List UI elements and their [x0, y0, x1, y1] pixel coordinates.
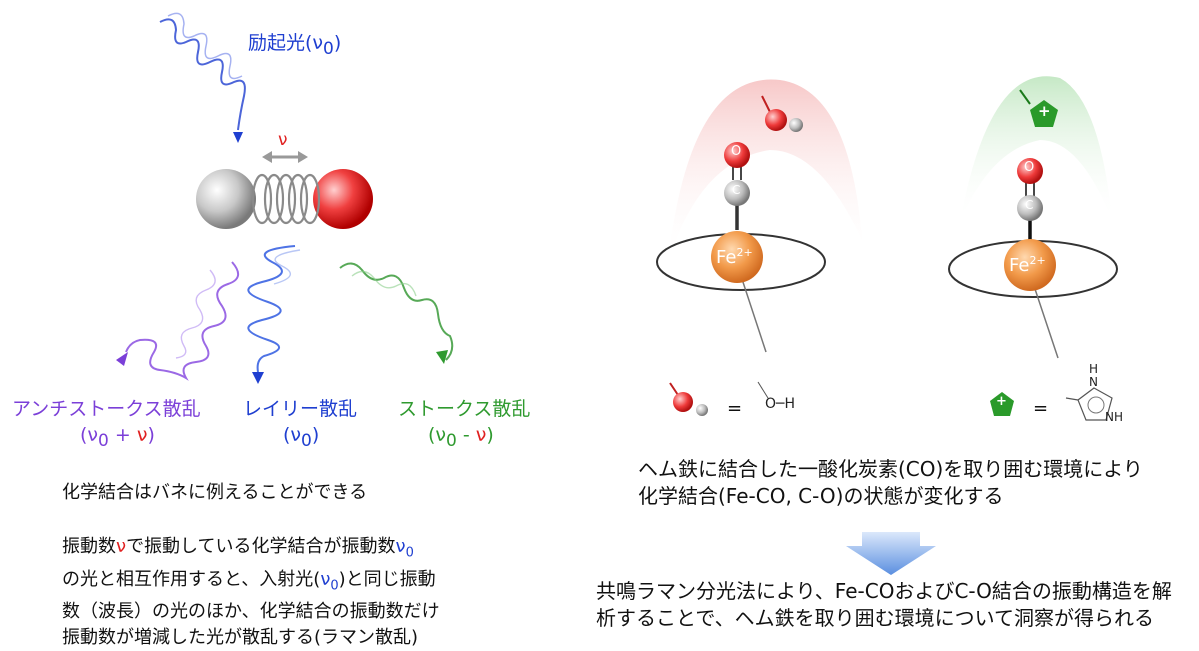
imid-n: N: [1089, 375, 1098, 389]
hydroxyl-formula: O─H: [765, 396, 795, 412]
plus-sign-legend: +: [996, 394, 1007, 409]
raman-explanation-text: 振動数νで振動している化学結合が振動数ν0 の光と相互作用すると、入射光(ν0)…: [62, 534, 440, 651]
fe-label-left: Fe2+: [716, 246, 753, 268]
equals-hydroxyl: =: [727, 398, 743, 419]
caption-line-1: ヘム鉄に結合した一酸化炭素(CO)を取り囲む環境により: [638, 457, 1143, 481]
atom-o-right: O: [1024, 160, 1035, 175]
stokes-title: ストークス散乱: [398, 398, 531, 420]
rayleigh-wave: [247, 245, 301, 384]
heme-complex-left: [656, 79, 862, 353]
legend-imidazolium: [990, 387, 1113, 421]
resonance-raman-conclusion: 共鳴ラマン分光法により、Fe-COおよびC-O結合の振動構造を解 析することで、…: [596, 578, 1172, 632]
anti-stokes-formula: (ν0 + ν): [80, 424, 155, 451]
vibration-nu-label: ν: [278, 130, 288, 150]
heme-complex-right: [948, 76, 1118, 359]
result-line-1: 共鳴ラマン分光法により、Fe-COおよびC-O結合の振動構造を解: [596, 579, 1172, 603]
stokes-formula: (ν0 - ν): [428, 424, 494, 451]
result-line-2: 析することで、ヘム鉄を取り囲む環境について洞察が得られる: [596, 606, 1154, 630]
raman-line-3: 数（波長）の光のほか、化学結合の振動数だけ: [62, 601, 440, 623]
legend-hydroxyl: [669, 381, 769, 416]
atom-c-right: C: [1025, 198, 1034, 212]
raman-line-1: 振動数νで振動している化学結合が振動数ν0: [62, 536, 414, 561]
environment-caption: ヘム鉄に結合した一酸化炭素(CO)を取り囲む環境により 化学結合(Fe-CO, …: [638, 456, 1143, 510]
anti-stokes-wave: [116, 261, 239, 381]
atom-c-left: C: [732, 183, 741, 197]
excitation-wave: [159, 12, 246, 143]
diagram-canvas: [116, 12, 1118, 575]
raman-line-4: 振動数が増減した光が散乱する(ラマン散乱): [62, 627, 419, 649]
imid-h: H: [1089, 362, 1099, 376]
caption-line-2: 化学結合(Fe-CO, C-O)の状態が変化する: [638, 484, 1004, 508]
plus-sign-top: +: [1038, 102, 1051, 120]
imid-nh: NH: [1105, 410, 1123, 424]
anti-stokes-title: アンチストークス散乱: [12, 398, 201, 420]
vibration-arrow: [262, 151, 308, 163]
molecule-spring: [196, 169, 373, 229]
excitation-light-label: 励起光(ν0): [248, 32, 342, 59]
down-arrow: [846, 532, 936, 575]
rayleigh-title: レイリー散乱: [243, 398, 358, 420]
raman-line-2: の光と相互作用すると、入射光(ν0)と同じ振動: [62, 568, 436, 594]
stokes-wave: [339, 262, 454, 364]
spring-analogy-text: 化学結合はバネに例えることができる: [62, 482, 368, 503]
fe-label-right: Fe2+: [1009, 254, 1046, 276]
equals-imidazolium: =: [1033, 398, 1049, 419]
atom-o-left: O: [731, 144, 742, 159]
rayleigh-formula: (ν0): [283, 424, 320, 451]
